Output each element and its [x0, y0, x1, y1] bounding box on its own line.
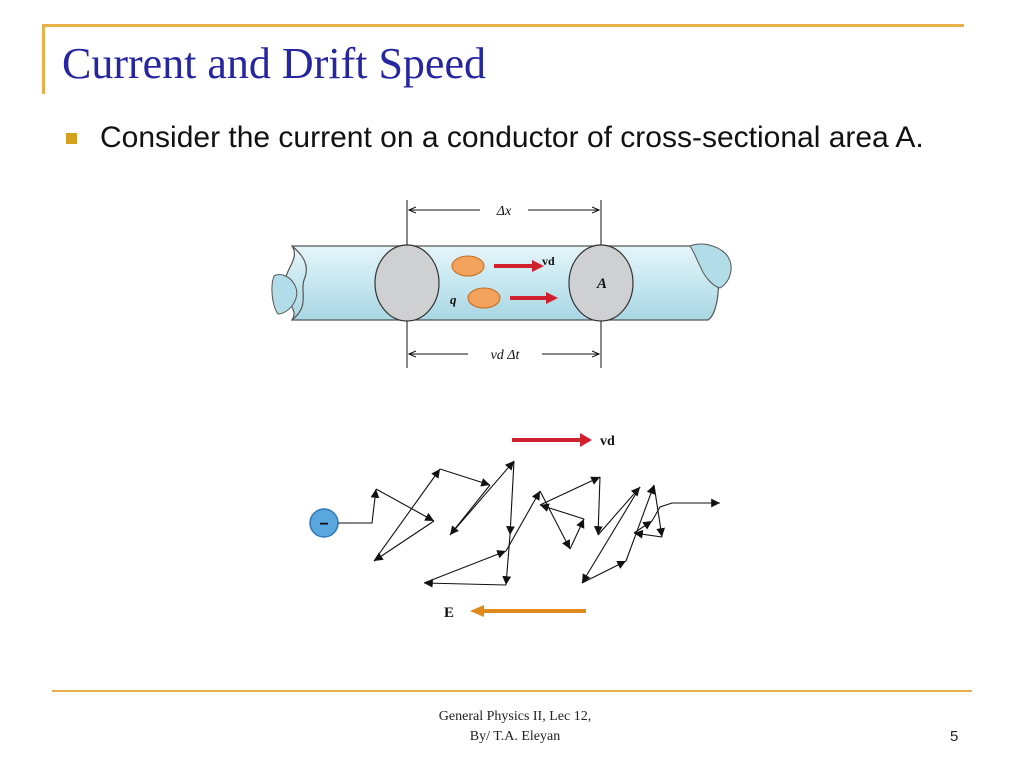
cross-section-left [374, 244, 440, 322]
bullet-marker-icon [66, 133, 77, 144]
wire-left-end [271, 274, 298, 315]
charge-carrier-2 [467, 287, 501, 309]
field-label: E [444, 605, 454, 621]
wire-left-break [291, 245, 307, 321]
conductor-diagram: Δx vd Δt A vd q [271, 200, 732, 368]
left-accent-rule [42, 24, 45, 94]
random-walk-path [338, 460, 720, 588]
electron-sign: − [319, 516, 328, 533]
top-accent-rule [42, 24, 964, 27]
vd-delta-t-label: vd Δt [491, 348, 521, 363]
footer-line-2: By/ T.A. Eleyan [469, 729, 561, 744]
area-label: A [596, 276, 607, 292]
electric-field-arrow [470, 605, 586, 617]
drift-velocity-arrow-2 [510, 292, 558, 304]
electron-drift-diagram: vd − E [309, 433, 720, 621]
drift-velocity-arrow-1 [494, 260, 544, 272]
wire-body [283, 245, 720, 321]
wire-right-end [689, 243, 732, 289]
cross-section-right [568, 244, 634, 322]
page-number: 5 [950, 728, 959, 745]
slide-title: Current and Drift Speed [62, 39, 486, 88]
bullet-text: Consider the current on a conductor of c… [100, 121, 924, 154]
vd-label: vd [542, 254, 555, 268]
footer-text: General Physics II, Lec 12, By/ T.A. Ele… [400, 707, 630, 747]
drift-velocity-arrow [512, 433, 592, 447]
charge-carrier-1 [451, 255, 485, 277]
delta-x-label: Δx [496, 204, 512, 219]
footer-line-1: General Physics II, Lec 12, [438, 709, 592, 724]
vd-label-2: vd [600, 434, 615, 449]
charge-label: q [450, 292, 457, 307]
footer-rule [52, 690, 972, 692]
